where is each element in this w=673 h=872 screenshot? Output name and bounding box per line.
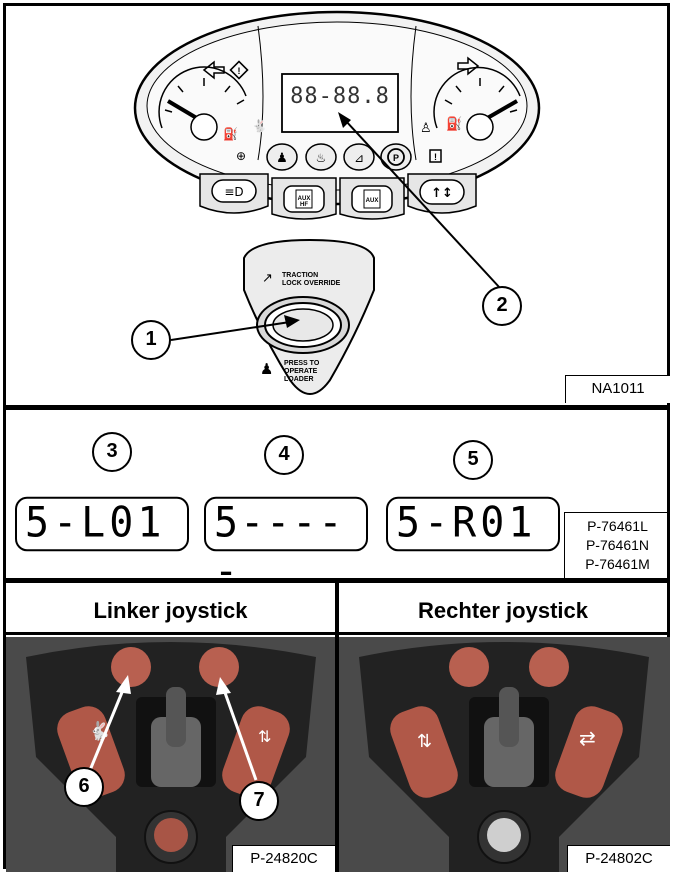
right-button-top-right (529, 647, 569, 687)
fuel-icon: ⛽ (446, 116, 462, 132)
left-gauge (158, 66, 247, 141)
divider-3 (3, 632, 670, 635)
callout-5: 5 (453, 440, 493, 480)
display-left-readout: 5-L01 (15, 496, 189, 552)
svg-text:!: ! (434, 152, 437, 162)
cluster-lcd-segments: 88-88.8 (290, 84, 390, 109)
callout-1: 1 (131, 320, 171, 360)
right-photo-code: P-24802C (567, 845, 670, 872)
traction-label-line2: LOCK OVERRIDE (282, 280, 341, 287)
svg-text:≡D: ≡D (224, 185, 243, 199)
press-to-operate-icon: ♟ (260, 360, 273, 378)
svg-text:♨: ♨ (316, 151, 327, 165)
right-button-top-left (449, 647, 489, 687)
press-label-line1: PRESS TO (284, 360, 320, 367)
callout-7: 7 (239, 781, 279, 821)
seat-person-icon: ♙ (420, 121, 432, 136)
aux-hf-label-line1: AUX (297, 196, 311, 202)
right-gauge (433, 66, 521, 141)
left-joystick-photo: 🐇 ⇅ 6 7 P-24820C (6, 637, 335, 872)
left-bottom-button (154, 818, 188, 852)
glow-plug-icon: ⊕ (236, 149, 246, 163)
press-label-line3: LOADER (284, 376, 314, 383)
callout-3: 3 (92, 432, 132, 472)
press-label: PRESS TO OPERATE LOADER (284, 360, 319, 384)
part-number-2: P-76461N (585, 537, 650, 553)
left-button-7 (199, 647, 239, 687)
figure-code-na1011: NA1011 (565, 375, 670, 403)
svg-text:⇄: ⇄ (579, 726, 596, 750)
part-number-stack: P-76461L P-76461N P-76461M (564, 512, 670, 578)
switch-buttons-row: ≡D ↑↕ (199, 173, 477, 220)
part-number-1: P-76461L (587, 518, 648, 534)
aux-label: AUX (365, 198, 379, 204)
callout-2: 2 (482, 286, 522, 326)
divider-vertical (335, 582, 339, 872)
right-joystick-drawing: ⇅ ⇄ (339, 637, 670, 872)
aux-hf-label-line2: HF (300, 202, 308, 208)
left-turn-arrow-icon (202, 60, 225, 80)
svg-text:!: ! (238, 66, 241, 76)
svg-text:♟: ♟ (276, 151, 288, 166)
svg-text:⇅: ⇅ (417, 731, 432, 752)
override-button (272, 308, 334, 342)
traction-label: TRACTION LOCK OVERRIDE (282, 272, 340, 288)
right-bottom-button (487, 818, 521, 852)
callout-6: 6 (64, 767, 104, 807)
warning-diamond-icon: ! (229, 60, 249, 80)
oil-level-icon: ⛽ (223, 127, 238, 141)
display-center-readout: 5----- (204, 496, 368, 595)
left-joystick-drawing: 🐇 ⇅ (6, 637, 335, 872)
cluster-lcd-window (281, 73, 399, 133)
left-photo-code: P-24820C (232, 845, 335, 872)
press-label-line2: OPERATE (284, 368, 318, 375)
indicator-lamps: ♟ ♨ ⊿ P (266, 143, 412, 171)
svg-text:↑↕: ↑↕ (431, 186, 453, 201)
svg-text:P: P (393, 153, 399, 163)
right-joystick-photo: ⇅ ⇄ P-24802C (339, 637, 670, 872)
svg-text:⊿: ⊿ (354, 151, 364, 165)
rabbit-icon: 🐇 (252, 119, 267, 133)
svg-text:⇅: ⇅ (258, 727, 271, 746)
display-right-readout: 5-R01 (386, 496, 560, 552)
instrument-panel-illustration: ! ⛽ 🐇 ⊕ ♙ ⛽ ! ♟ ♨ ⊿ P ≡D ↑↕ ↗ ♟ (133, 10, 541, 395)
battery-icon (429, 149, 442, 163)
divider-2 (3, 578, 670, 583)
traction-lock-icon: ↗ (262, 271, 273, 286)
part-number-3: P-76461M (585, 556, 650, 572)
aux-hf-label: AUX HF (292, 196, 316, 208)
left-button-6 (111, 647, 151, 687)
callout-4: 4 (264, 435, 304, 475)
divider-1 (3, 405, 670, 410)
right-turn-arrow-icon (457, 56, 480, 76)
traction-label-line1: TRACTION (282, 272, 319, 279)
left-joystick-title: Linker joystick (93, 598, 248, 623)
right-joystick-title: Rechter joystick (418, 598, 588, 623)
